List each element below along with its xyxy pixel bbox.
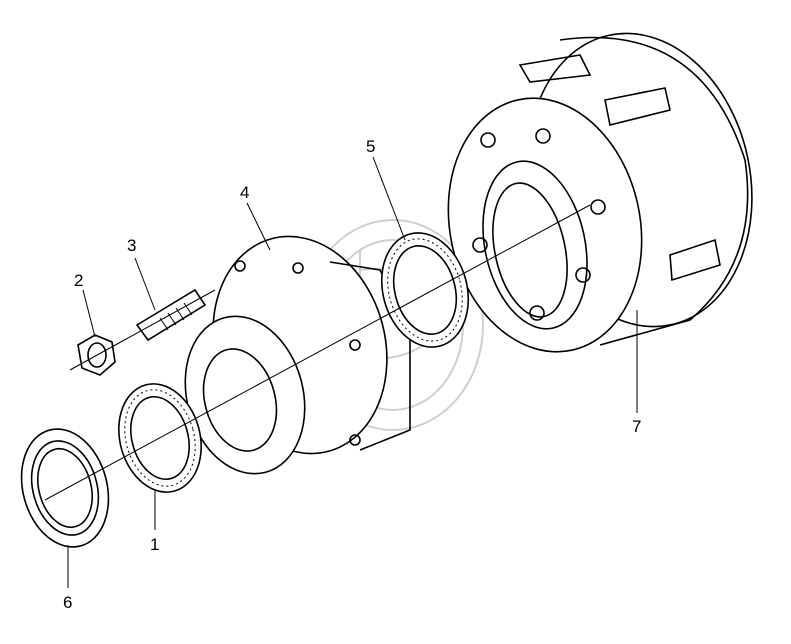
callout-5: 5 (366, 137, 375, 156)
callout-2: 2 (74, 271, 83, 290)
wheel-stud (135, 288, 207, 342)
callout-7: 7 (632, 417, 641, 436)
oil-seal (20, 428, 110, 548)
callout-1: 1 (150, 535, 159, 554)
outer-bearing (380, 232, 470, 348)
callout-4: 4 (240, 183, 249, 202)
leader-lines (67, 156, 638, 588)
brake-drum (447, 32, 753, 353)
callout-3: 3 (127, 236, 136, 255)
callout-6: 6 (63, 593, 72, 612)
assembly-axis (44, 204, 591, 501)
wheel-hub (184, 235, 411, 475)
